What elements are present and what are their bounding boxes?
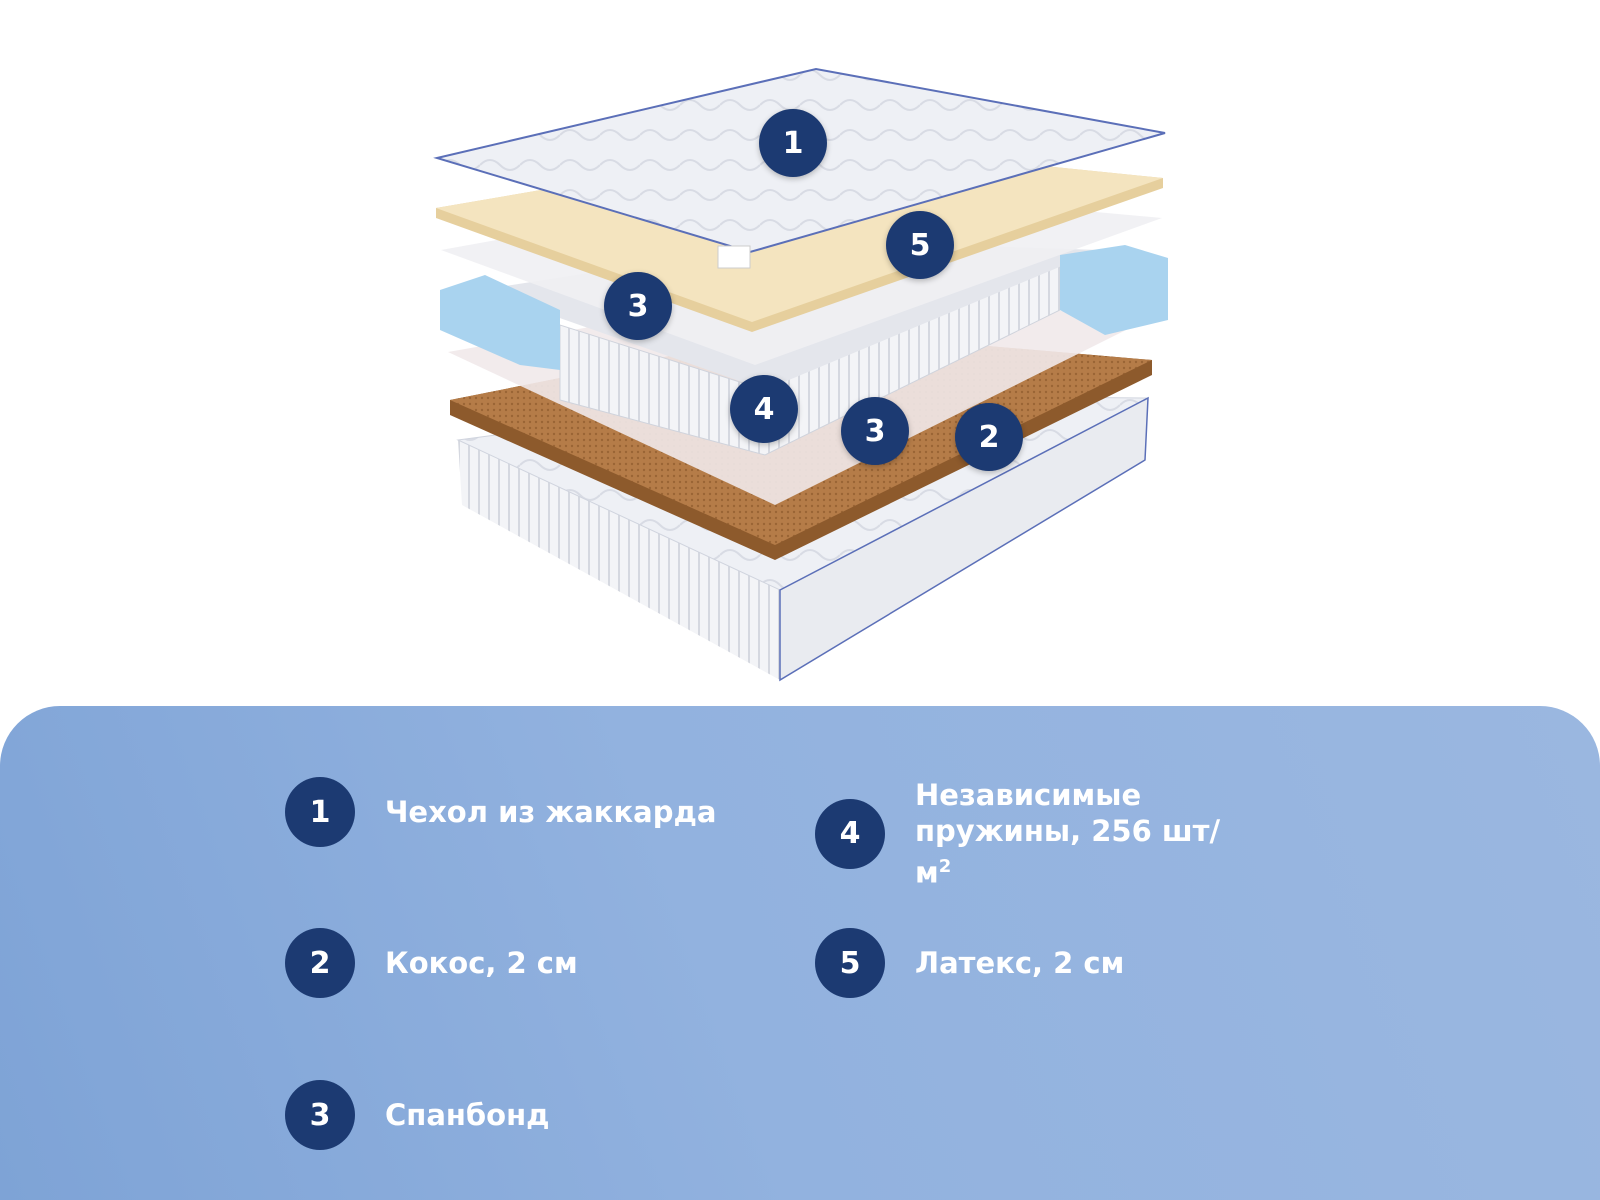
- legend-item-latex: 5 Латекс, 2 см: [815, 928, 1124, 998]
- foam-left: [440, 275, 560, 370]
- marker-3: 3: [604, 272, 672, 340]
- legend-label: Чехол из жаккарда: [385, 795, 717, 829]
- legend-number: 3: [285, 1080, 355, 1150]
- legend-label: Спанбонд: [385, 1098, 550, 1132]
- marker-4: 4: [730, 375, 798, 443]
- legend-label: Независимые пружины, 256 шт/м2: [915, 777, 1245, 891]
- legend-number: 4: [815, 798, 885, 869]
- marker-3-lower: 3: [841, 397, 909, 465]
- legend-label-superscript: 2: [938, 856, 952, 877]
- marker-1: 1: [759, 109, 827, 177]
- legend-label: Латекс, 2 см: [915, 946, 1125, 980]
- legend-item-springs: 4 Независимые пружины, 256 шт/м2: [815, 777, 1245, 891]
- legend-item-coconut: 2 Кокос, 2 см: [285, 928, 578, 998]
- marker-2: 2: [955, 403, 1023, 471]
- legend-label: Кокос, 2 см: [385, 946, 578, 980]
- legend-panel: [0, 706, 1600, 1200]
- legend-item-cover: 1 Чехол из жаккарда: [285, 777, 716, 847]
- legend-number: 2: [285, 928, 355, 998]
- legend-label-text: Независимые пружины, 256 шт/м: [915, 778, 1221, 890]
- legend-number: 5: [815, 928, 885, 998]
- brand-tag-logo: [717, 245, 751, 269]
- legend-number: 1: [285, 777, 355, 847]
- legend-item-spanbond: 3 Спанбонд: [285, 1080, 550, 1150]
- marker-5: 5: [886, 211, 954, 279]
- foam-right: [1060, 245, 1168, 335]
- mattress-layers-illustration: [433, 67, 1168, 682]
